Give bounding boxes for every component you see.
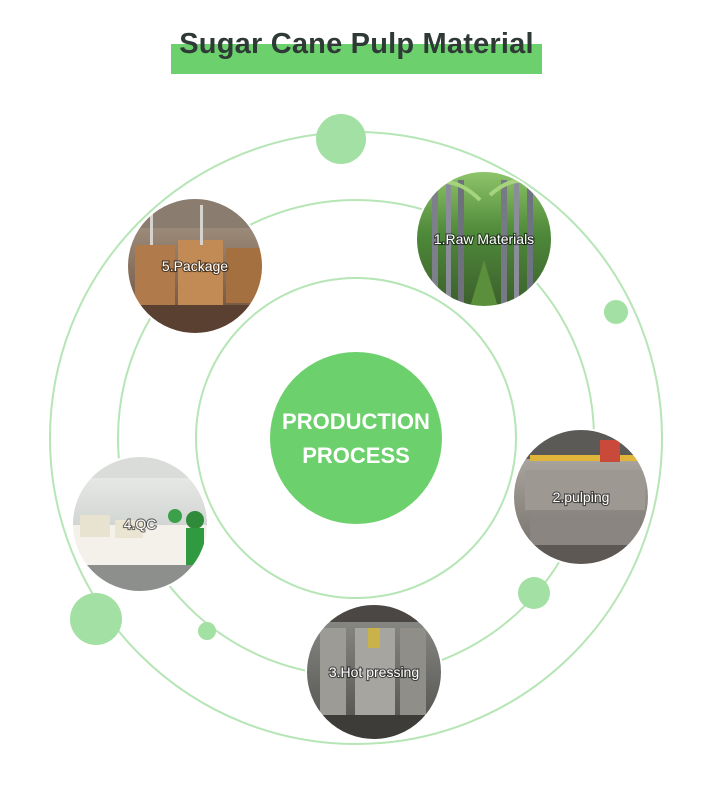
decorative-dot [604, 300, 628, 324]
warehouse-package-photo [127, 198, 263, 334]
decorative-dot [198, 622, 216, 640]
stage-label-qc: 4.QC [124, 516, 157, 532]
page-title: Sugar Cane Pulp Material [179, 28, 534, 60]
stage-label-pulping: 2.pulping [553, 489, 610, 505]
stage-label-package: 5.Package [162, 258, 228, 274]
center-label-line1: PRODUCTION [282, 409, 430, 434]
center-label-line2: PROCESS [302, 443, 410, 468]
inner-ring [195, 277, 517, 599]
stage-hot-pressing: 3.Hot pressing [305, 603, 443, 741]
stage-qc: 4.QC [71, 455, 209, 593]
stage-pulping: 2.pulping [512, 428, 650, 566]
stage-package: 5.Package [126, 197, 264, 335]
decorative-dot [70, 593, 122, 645]
title-underline-bar [171, 44, 542, 74]
title-block: Sugar Cane Pulp Material [171, 24, 542, 74]
stage-label-raw-materials: 1.Raw Materials [434, 231, 534, 247]
stage-label-hot-pressing: 3.Hot pressing [329, 664, 419, 680]
decorative-dot [518, 577, 550, 609]
stage-raw-materials: 1.Raw Materials [415, 170, 553, 308]
sugarcane-field-photo [416, 171, 552, 307]
decorative-dot [316, 114, 366, 164]
hot-press-machine-photo [306, 604, 442, 740]
center-node: PRODUCTION PROCESS [270, 352, 442, 524]
